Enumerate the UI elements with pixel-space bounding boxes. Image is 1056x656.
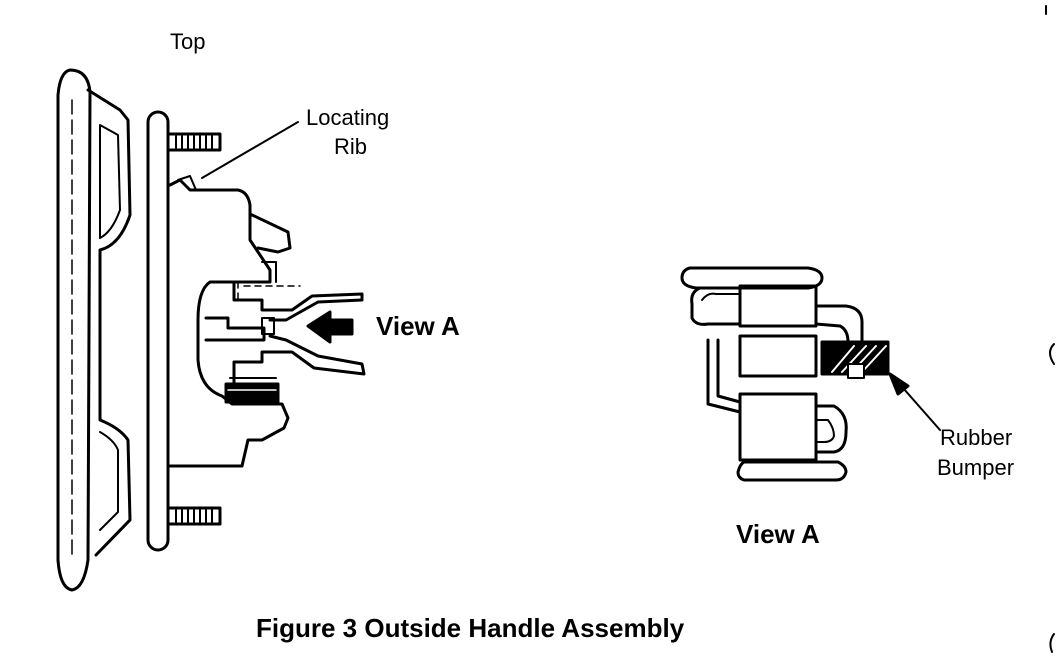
- bottom-stud: [166, 506, 222, 526]
- detail-right-arm: [814, 304, 864, 344]
- locating-rib-leader: [201, 121, 299, 179]
- top-stud: [166, 132, 222, 152]
- label-view-a-arrow: View A: [376, 311, 460, 341]
- detail-top-loop: [690, 286, 742, 326]
- detail-u-loop: [814, 404, 848, 454]
- rod-lower: [232, 334, 366, 406]
- upper-tab: [248, 212, 292, 254]
- detail-middle-block: [738, 334, 818, 378]
- figure-caption: Figure 3 Outside Handle Assembly: [256, 613, 685, 643]
- label-view-a-title: View A: [736, 519, 820, 549]
- clip-small: [261, 317, 275, 335]
- label-bumper: Bumper: [937, 455, 1015, 480]
- handle-paddle-inner: [99, 124, 121, 239]
- edge-mark-3: [1049, 633, 1055, 653]
- edge-mark-2: [1049, 343, 1055, 365]
- bumper-stub: [847, 363, 865, 379]
- label-top: Top: [170, 29, 206, 54]
- label-rubber: Rubber: [940, 425, 1013, 450]
- mounting-plate: [146, 110, 170, 552]
- rubber-bumper-arrowhead: [888, 372, 910, 396]
- rod-center: [204, 316, 266, 342]
- bushing: [224, 382, 280, 404]
- rod-upper: [232, 280, 364, 322]
- detail-left-clip: [706, 338, 742, 414]
- detail-lower-block: [738, 392, 818, 462]
- detail-upper-block: [738, 284, 818, 328]
- detail-top-bar: [680, 266, 824, 290]
- handle-side-view: [56, 68, 366, 592]
- rod-dashes: [237, 281, 301, 301]
- detail-bottom-bar: [736, 460, 848, 482]
- view-a-arrow-shape: [306, 310, 354, 344]
- handle-paddle-inner2: [99, 431, 119, 531]
- handle-bezel-outer: [56, 68, 92, 592]
- handle-paddle: [86, 88, 132, 557]
- view-a-detail: [680, 266, 890, 482]
- label-locating: Locating: [306, 105, 390, 130]
- housing-step: [261, 261, 277, 283]
- locating-rib: [177, 175, 197, 191]
- label-rib: Rib: [334, 134, 368, 159]
- housing-body: [168, 178, 290, 468]
